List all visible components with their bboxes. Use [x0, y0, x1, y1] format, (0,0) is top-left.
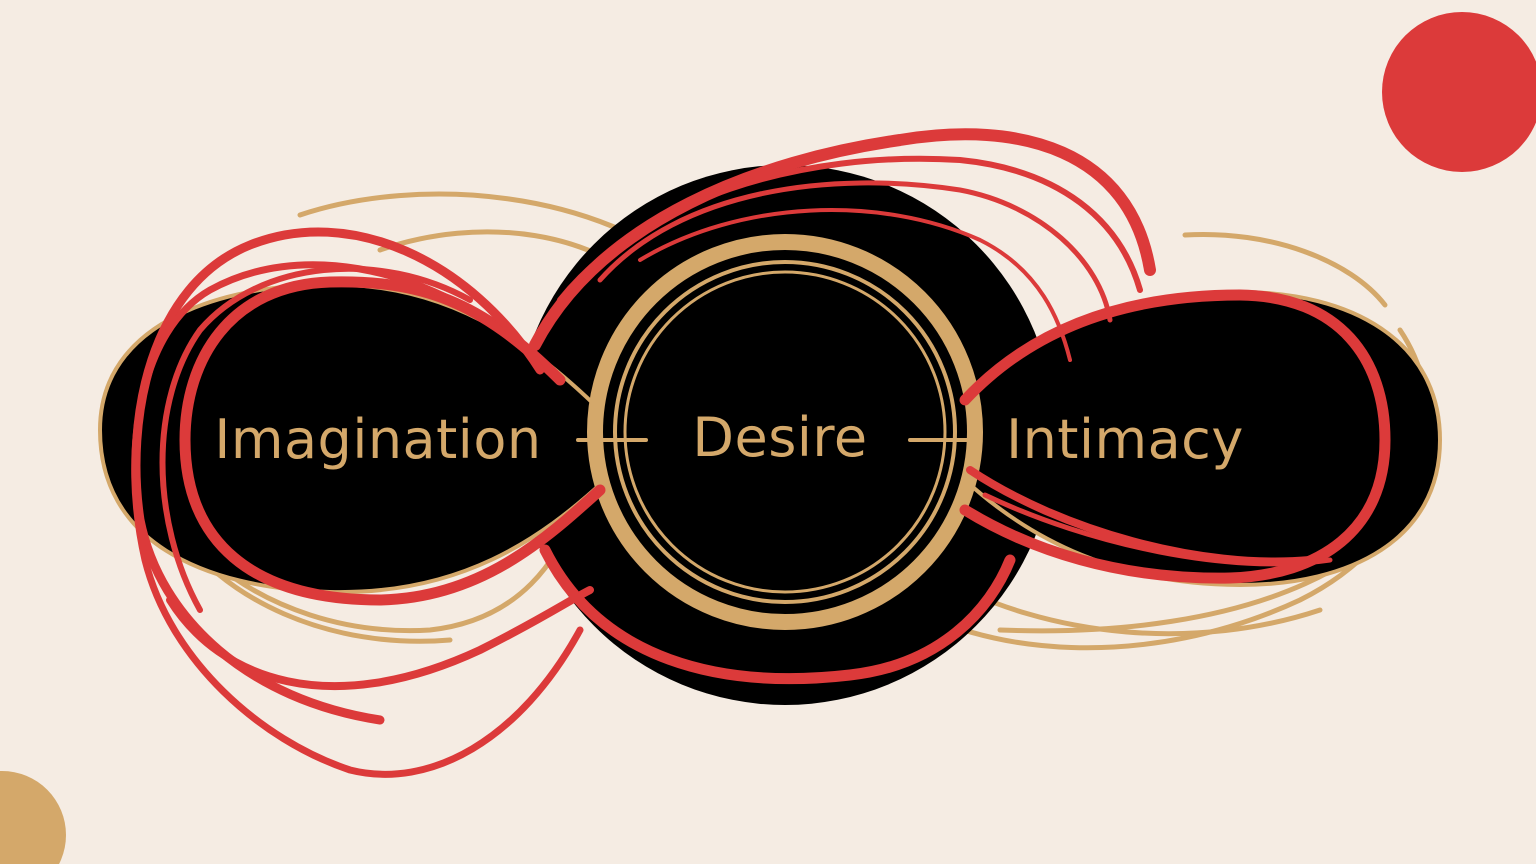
- corner-circle-red: [1382, 12, 1536, 172]
- node-label-desire: Desire: [692, 406, 867, 469]
- corner-circle-gold: [0, 771, 66, 864]
- node-label-intimacy: Intimacy: [1006, 408, 1244, 471]
- desire-rings: [587, 234, 983, 630]
- node-label-imagination: Imagination: [214, 408, 541, 471]
- red-swirls: [131, 128, 1391, 778]
